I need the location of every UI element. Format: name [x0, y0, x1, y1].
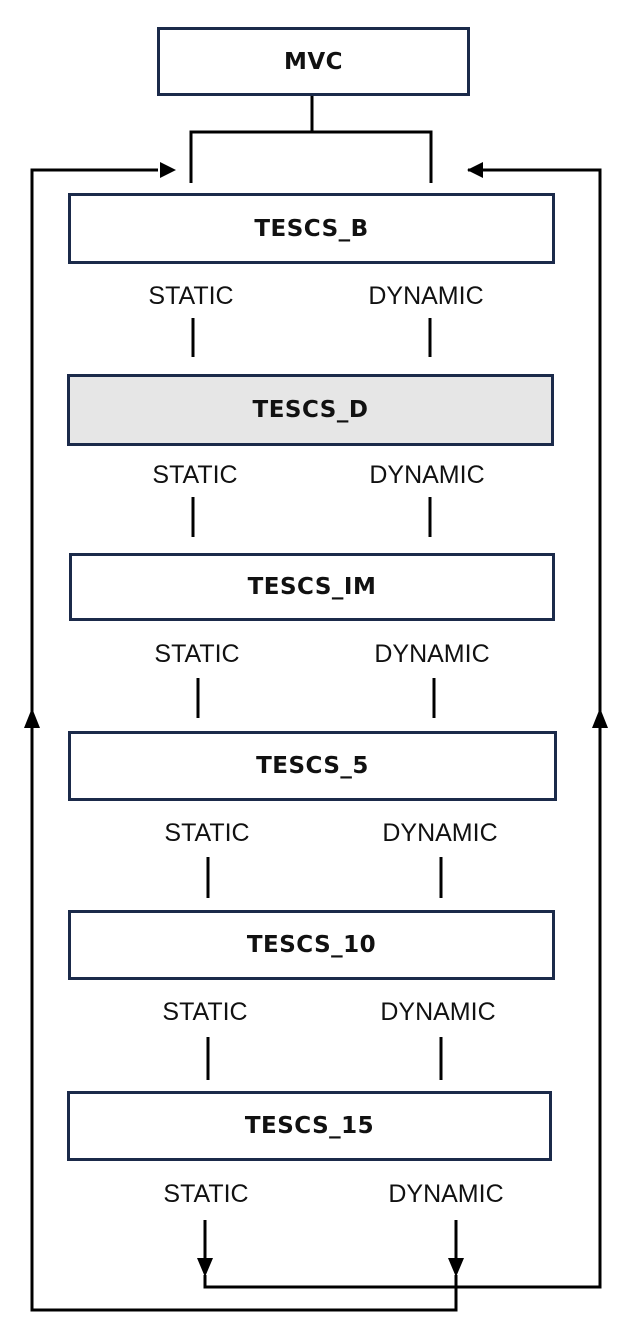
static-label: STATIC [162, 998, 248, 1026]
static-label: STATIC [163, 1180, 249, 1208]
dynamic-label: DYNAMIC [382, 819, 498, 847]
node-label: TESCS_IM [247, 574, 377, 600]
node-label: TESCS_D [252, 397, 369, 423]
dynamic-label: DYNAMIC [380, 998, 496, 1026]
node-label: TESCS_B [254, 215, 369, 242]
arrow-head-down [197, 1258, 213, 1277]
tescs-b-box: TESCS_B [68, 193, 555, 264]
arrow-head-up [24, 708, 40, 728]
fork-bracket [189, 130, 433, 183]
node-label: TESCS_5 [256, 753, 369, 779]
tescs-10-box: TESCS_10 [68, 910, 555, 980]
tescs-5-box: TESCS_5 [68, 731, 557, 801]
dynamic-label: DYNAMIC [388, 1180, 504, 1208]
static-label: STATIC [148, 282, 234, 310]
static-label: STATIC [164, 819, 250, 847]
arrow-head-up [592, 708, 608, 728]
arrow-head-down [448, 1258, 464, 1277]
right-feedback-loop [30, 168, 458, 1312]
static-label: STATIC [152, 461, 238, 489]
arrow-head-right [160, 162, 176, 178]
tescs-d-box: TESCS_D [67, 374, 554, 446]
static-label: STATIC [154, 640, 240, 668]
mvc-label: MVC [283, 48, 344, 75]
tescs-15-box: TESCS_15 [67, 1091, 552, 1161]
dynamic-label: DYNAMIC [368, 282, 484, 310]
left-feedback-loop [203, 168, 602, 1289]
dynamic-label: DYNAMIC [369, 461, 485, 489]
arrow-head-left [467, 162, 483, 178]
node-label: TESCS_15 [244, 1113, 375, 1139]
node-label: TESCS_10 [246, 932, 377, 958]
mvc-box: MVC [157, 27, 470, 96]
dynamic-label: DYNAMIC [374, 640, 490, 668]
tescs-im-box: TESCS_IM [69, 553, 555, 621]
